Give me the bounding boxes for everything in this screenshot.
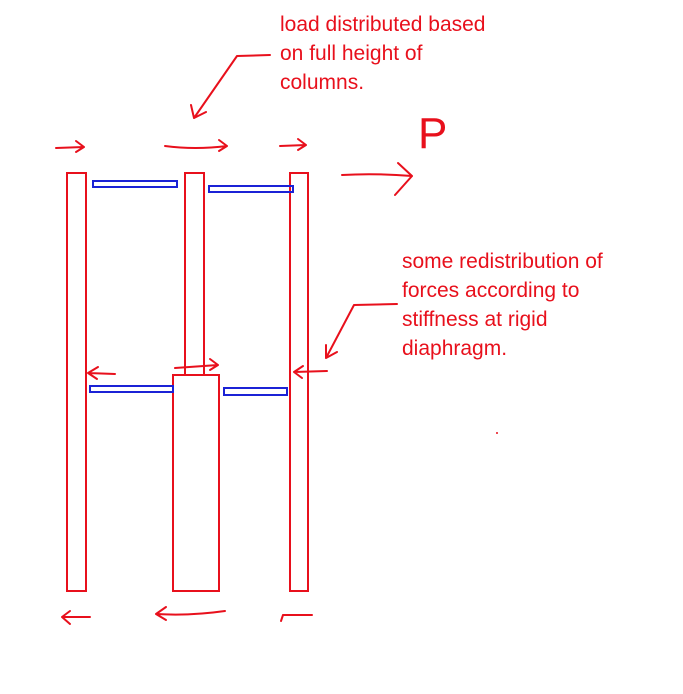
right-annotation-leader xyxy=(325,303,398,359)
load-p-label: P xyxy=(418,109,448,158)
bottom-middle-arrow xyxy=(155,606,226,621)
diaphragm-right-arrow xyxy=(293,365,328,379)
upper-left-diaphragm xyxy=(92,180,178,188)
upper-right-diaphragm xyxy=(208,185,294,193)
middle-upper-column xyxy=(184,172,205,376)
lower-left-diaphragm xyxy=(89,385,174,393)
load-p-arrow xyxy=(341,162,413,196)
top-middle-arrow xyxy=(164,139,228,152)
lower-right-diaphragm xyxy=(223,387,288,396)
diaphragm-middle-arrow xyxy=(174,358,219,371)
diaphragm-left-arrow xyxy=(87,366,116,380)
top-left-arrow xyxy=(55,140,85,153)
annotation-redistribution: some redistribution of forces according … xyxy=(402,250,603,360)
bottom-right-arrow xyxy=(280,614,313,622)
top-annotation-leader xyxy=(190,54,271,119)
annotation-load-distribution: load distributed based on full height of… xyxy=(280,13,486,94)
top-right-arrow xyxy=(279,138,307,151)
right-column xyxy=(289,172,309,592)
stray-dot xyxy=(496,432,498,434)
bottom-left-arrow xyxy=(61,610,91,625)
left-column xyxy=(66,172,87,592)
middle-lower-wall xyxy=(172,374,220,592)
